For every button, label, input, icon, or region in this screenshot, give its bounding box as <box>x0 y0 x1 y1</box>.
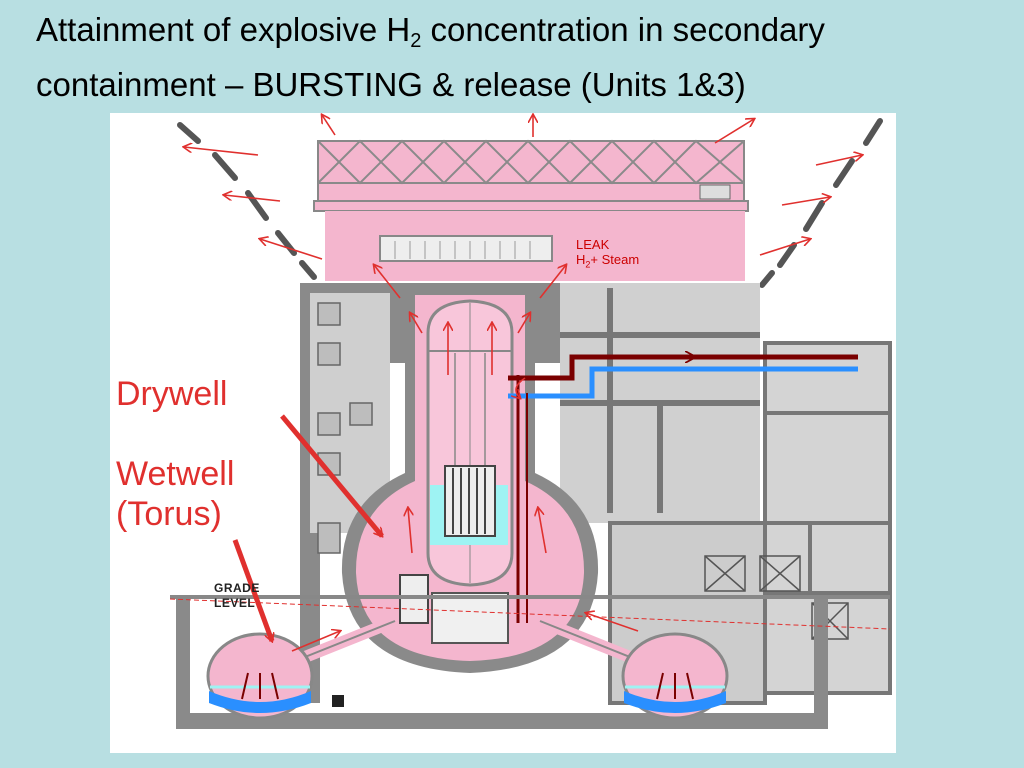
title-line-1: Attainment of explosive H2 concentration… <box>36 11 825 52</box>
label-torus: (Torus) <box>116 495 222 533</box>
leak-label: LEAK H2+ Steam <box>576 237 640 270</box>
title-line-2: containment – BURSTING & release (Units … <box>36 66 746 103</box>
feedwater-line <box>508 366 858 399</box>
reactor-cross-section <box>169 113 892 729</box>
release-arrows <box>184 115 862 652</box>
label-drywell: Drywell <box>116 375 228 413</box>
torus-right <box>621 632 729 720</box>
bursting-wall-right <box>759 118 883 288</box>
main-steam-line <box>508 354 858 381</box>
slide-title: Attainment of explosive H2 concentration… <box>36 8 1006 107</box>
control-rod-drives <box>431 592 509 644</box>
reactor-building-diagram: Drywell Wetwell (Torus) LEAK H2+ Steam G… <box>110 113 896 753</box>
grade-level-label: GRADE LEVEL <box>214 581 260 610</box>
wetwell-pointer-arrow <box>232 539 272 641</box>
grade-slab <box>170 595 890 599</box>
grade-level-line <box>169 598 891 630</box>
drywell-pointer-arrow <box>280 414 384 536</box>
roof-truss <box>313 139 749 212</box>
label-wetwell: Wetwell <box>116 455 235 493</box>
shield-plug <box>379 235 553 262</box>
bursting-wall-left <box>177 122 317 280</box>
torus-left <box>206 632 314 720</box>
